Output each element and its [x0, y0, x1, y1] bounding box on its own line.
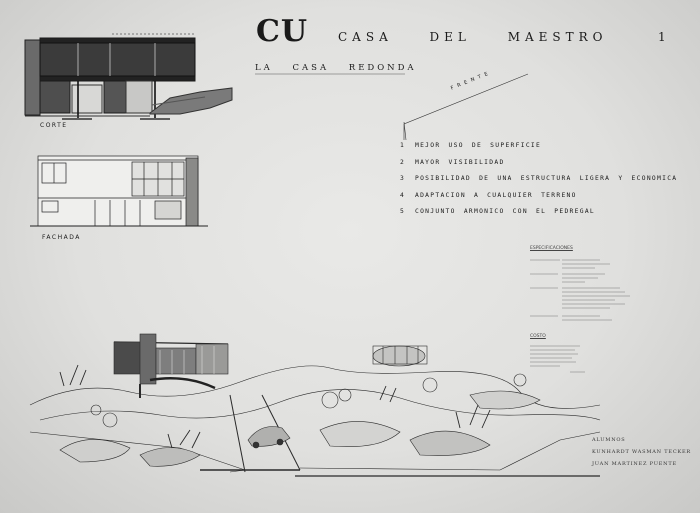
frente-arrow [403, 73, 529, 141]
perspective-drawing [29, 333, 601, 477]
sheet-number: 1 [658, 30, 666, 44]
section-label: CORTE [40, 122, 68, 129]
credits: ALUMNOS KUNHARDT WASMAN TECKER JUAN MART… [592, 437, 691, 473]
specs-heading: ESPECIFICACIONES [530, 246, 573, 251]
credits-line: ALUMNOS [592, 437, 626, 443]
cu-logo: CU [256, 14, 309, 49]
facade-drawing [30, 155, 208, 227]
cost-heading: COSTO [530, 334, 546, 339]
page-subtitle: LA CASA REDONDA [255, 63, 417, 73]
page-title: CASA DEL MAESTRO [338, 30, 608, 44]
facade-label: FACHADA [42, 234, 81, 241]
credits-line: KUNHARDT WASMAN TECKER [592, 449, 691, 455]
credits-line: JUAN MARTINEZ PUENTE [592, 461, 677, 467]
section-drawing [24, 33, 233, 120]
